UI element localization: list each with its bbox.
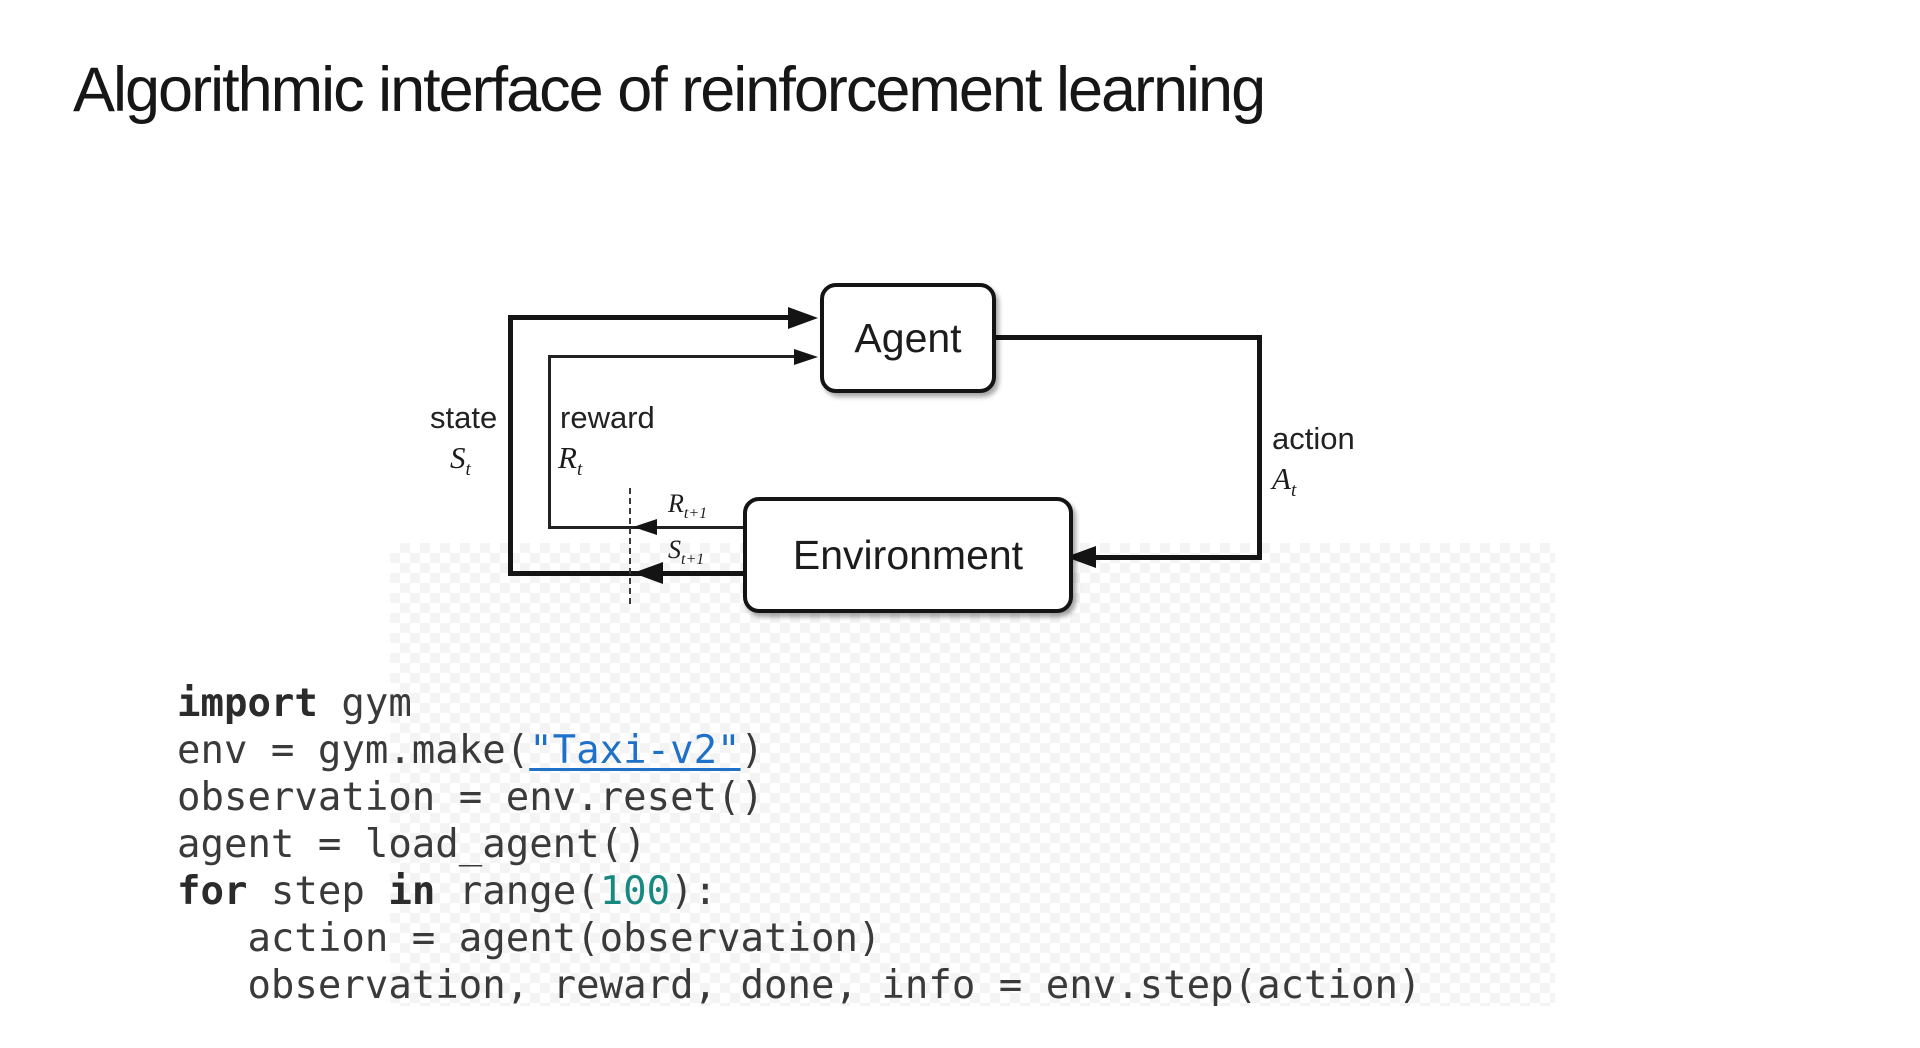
code-keyword: for xyxy=(177,869,248,914)
agent-box-label: Agent xyxy=(854,314,962,361)
environment-box-label: Environment xyxy=(792,531,1024,578)
action-line-right xyxy=(1257,335,1262,560)
reward-arrowhead-icon xyxy=(794,349,818,365)
code-text: env = gym.make( xyxy=(177,728,530,773)
code-line: observation = env.reset() xyxy=(177,774,1421,821)
slide-title: Algorithmic interface of reinforcement l… xyxy=(73,55,1266,125)
code-line: action = agent(observation) xyxy=(177,915,1421,962)
transparency-checkerboard xyxy=(390,543,1555,1006)
next-state-arrowhead-icon xyxy=(633,562,663,584)
code-text: step xyxy=(247,869,389,914)
action-label: action xyxy=(1272,421,1355,456)
code-text: observation = env.reset() xyxy=(177,775,764,820)
code-text: gym xyxy=(317,681,412,726)
code-text: observation, reward, done, info = env.st… xyxy=(177,963,1422,1008)
code-line: env = gym.make("Taxi-v2") xyxy=(177,727,1421,774)
reward-line-top xyxy=(548,355,796,358)
code-keyword: in xyxy=(388,869,436,914)
action-line-bottom xyxy=(1095,555,1262,560)
code-keyword: import xyxy=(177,681,318,726)
next-reward-arrowhead-icon xyxy=(633,519,657,535)
action-symbol: At xyxy=(1272,461,1297,502)
state-line-left xyxy=(508,315,513,576)
agent-box: Agent xyxy=(820,283,996,393)
reward-line-left xyxy=(548,355,551,529)
code-text: action = agent(observation) xyxy=(177,916,882,961)
code-text: ): xyxy=(670,869,718,914)
reward-label: reward xyxy=(560,400,655,435)
reward-symbol: Rt xyxy=(558,440,583,481)
code-number: 100 xyxy=(599,869,671,914)
timestep-dashed-line xyxy=(629,488,631,604)
action-arrowhead-icon xyxy=(1066,546,1096,568)
code-line: observation, reward, done, info = env.st… xyxy=(177,962,1421,1009)
state-line-bottom xyxy=(508,571,743,576)
code-line: import gym xyxy=(177,680,1421,727)
taxi-v2-link[interactable]: "Taxi-v2" xyxy=(529,728,741,773)
environment-box: Environment xyxy=(743,497,1073,613)
code-line: for step in range(100): xyxy=(177,868,1421,915)
code-text: ) xyxy=(740,728,765,773)
code-text: range( xyxy=(435,869,600,914)
code-line: agent = load_agent() xyxy=(177,821,1421,868)
state-label: state xyxy=(430,400,498,435)
code-text: agent = load_agent() xyxy=(177,822,647,867)
next-reward-symbol: Rt+1 xyxy=(668,489,708,523)
next-state-symbol: St+1 xyxy=(668,535,705,569)
state-line-top xyxy=(508,315,790,320)
state-arrowhead-icon xyxy=(788,307,818,329)
action-line-top xyxy=(988,335,1262,340)
state-symbol: St xyxy=(450,440,471,481)
